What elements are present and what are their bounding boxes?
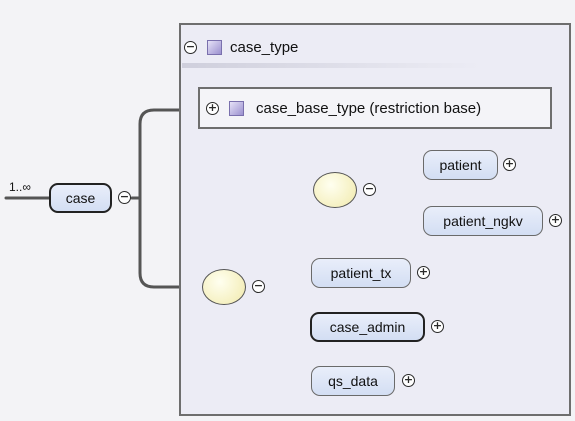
expand-patient-ngkv-icon[interactable]: + [549,213,562,227]
element-patient-tx-label: patient_tx [330,265,392,281]
expand-patient-icon[interactable]: + [503,157,516,171]
type-header-divider [182,63,482,68]
base-type-label: case_base_type (restriction base) [256,99,482,117]
element-patient-label: patient [439,157,482,173]
expand-base-type-icon[interactable]: + [206,100,219,115]
collapse-choice-icon[interactable]: − [363,182,376,196]
choice-compositor[interactable] [313,172,357,208]
element-patient[interactable]: patient [423,150,498,180]
collapse-sequence-icon[interactable]: − [252,279,265,293]
sequence-compositor[interactable] [202,269,246,305]
expand-patient-tx-icon[interactable]: + [417,265,430,279]
element-case-label: case [65,190,96,206]
complex-type-header: − case_type [184,36,298,58]
element-case[interactable]: case [49,183,112,213]
root-multiplicity: 1..∞ [9,180,31,194]
element-case-admin[interactable]: case_admin [310,312,425,342]
complex-type-label: case_type [230,38,299,56]
element-case-admin-label: case_admin [329,319,406,335]
element-patient-ngkv-label: patient_ngkv [443,213,523,229]
element-patient-ngkv[interactable]: patient_ngkv [423,206,543,236]
expand-case-admin-icon[interactable]: + [431,319,444,333]
root-branch-connector [130,108,200,200]
root-sequence-connector [138,196,203,289]
base-type-icon [229,100,244,116]
base-type-box[interactable]: + case_base_type (restriction base) [198,87,552,129]
collapse-case-type-icon[interactable]: − [184,39,197,54]
element-qs-data-label: qs_data [328,373,378,389]
complex-type-icon [207,39,222,55]
element-qs-data[interactable]: qs_data [311,366,395,396]
collapse-case-icon[interactable]: − [118,190,131,204]
element-patient-tx[interactable]: patient_tx [311,258,411,288]
expand-qs-data-icon[interactable]: + [402,373,415,387]
